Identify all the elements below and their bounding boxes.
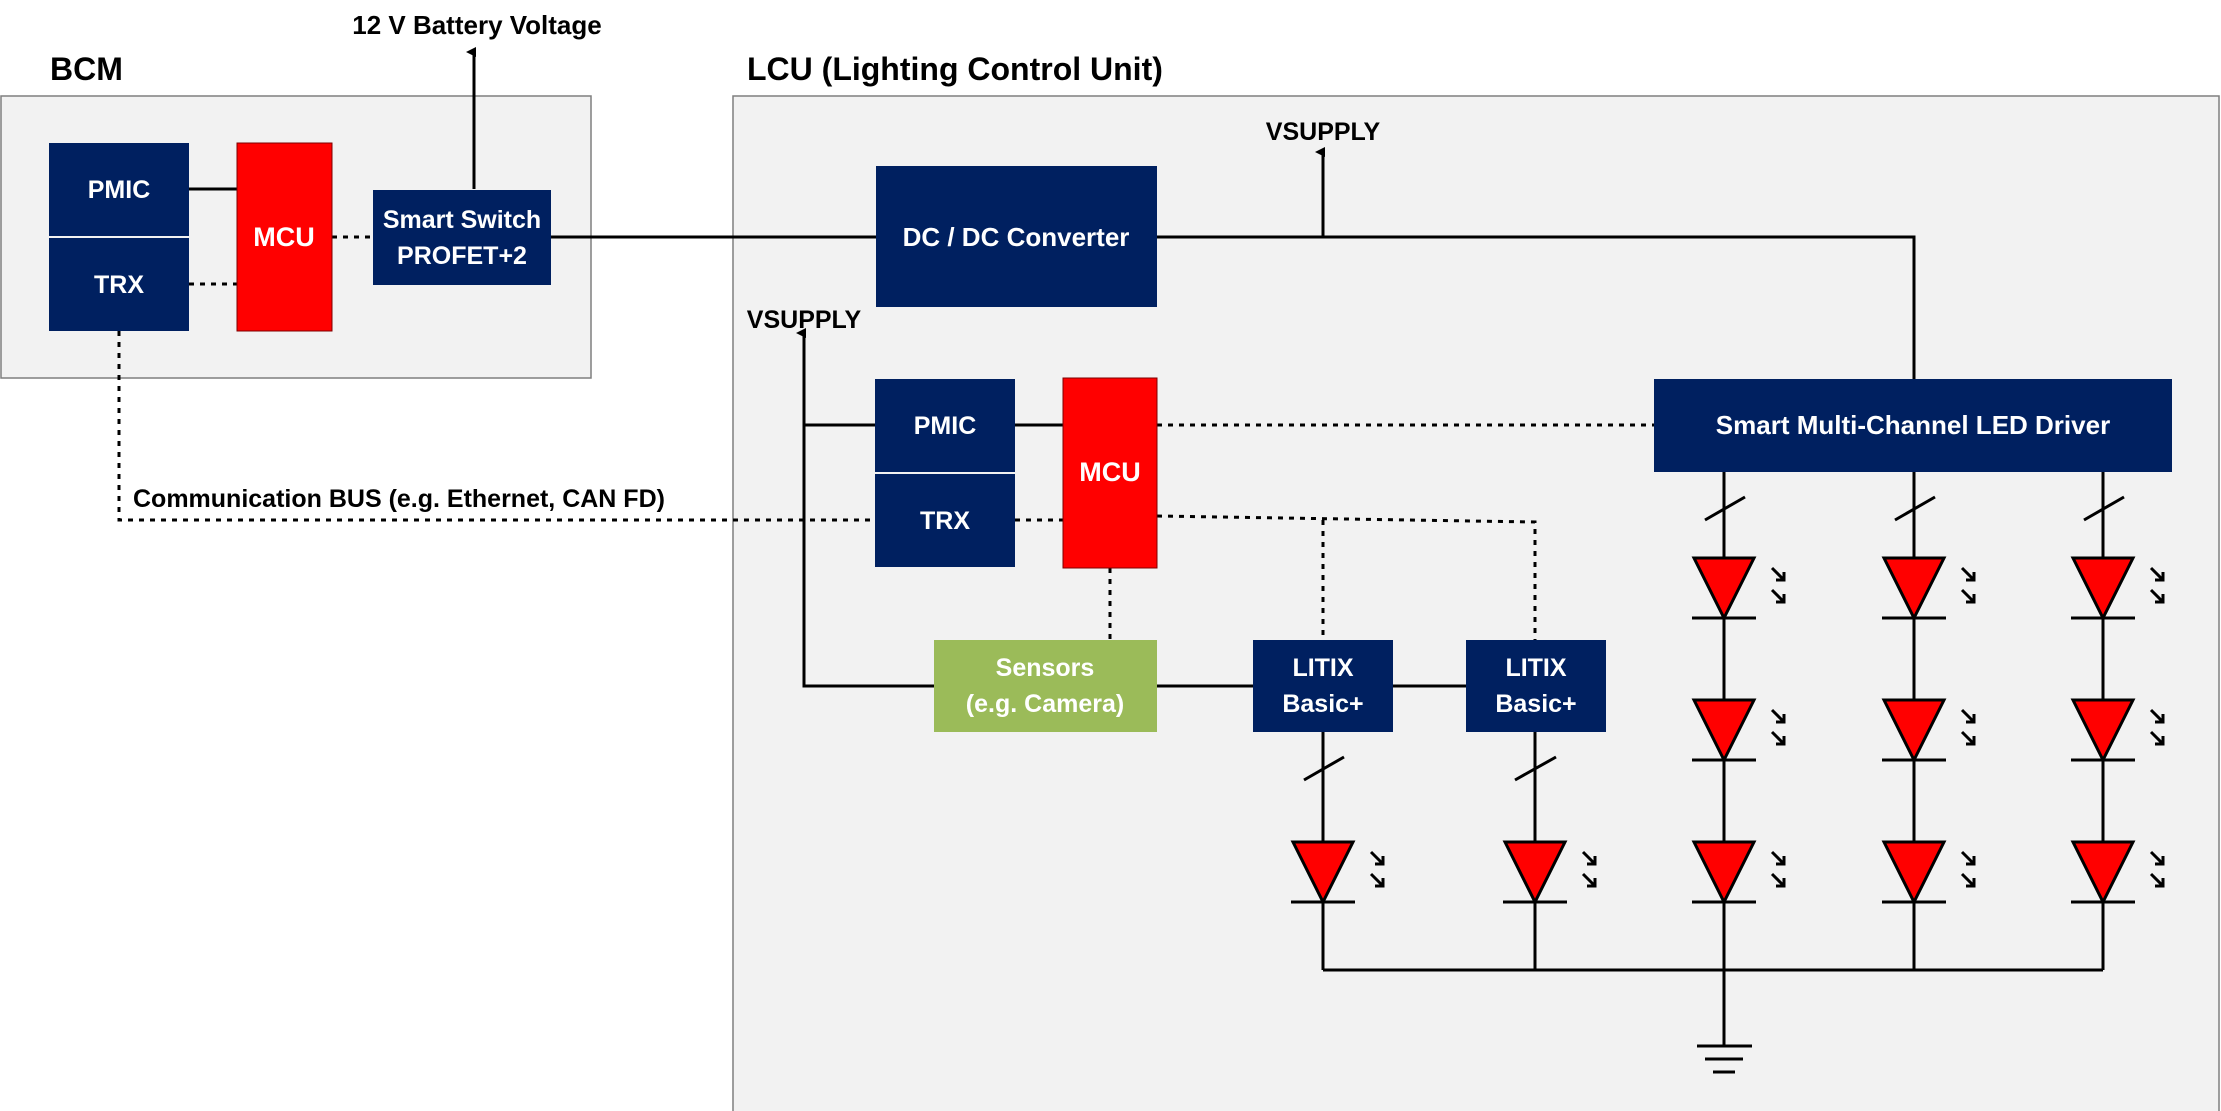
lcu-trx-block: TRX [875, 474, 1015, 567]
lcu-title: LCU (Lighting Control Unit) [747, 51, 1163, 87]
svg-text:TRX: TRX [920, 507, 970, 535]
bcm-title: BCM [50, 51, 123, 87]
bcm-trx-block: TRX [49, 238, 189, 331]
svg-text:Sensors: Sensors [996, 654, 1095, 682]
svg-text:PMIC: PMIC [88, 176, 151, 204]
svg-text:TRX: TRX [94, 271, 144, 299]
sensors-block: Sensors (e.g. Camera) [934, 640, 1157, 732]
lcu-mcu-block: MCU [1062, 377, 1158, 569]
svg-text:(e.g. Camera): (e.g. Camera) [966, 690, 1124, 718]
lcu-pmic-block: PMIC [875, 379, 1015, 472]
svg-text:Smart Multi-Channel LED Driver: Smart Multi-Channel LED Driver [1716, 410, 2110, 440]
communication-bus-line [117, 331, 875, 522]
svg-text:Smart Switch: Smart Switch [383, 206, 541, 234]
svg-text:Basic+: Basic+ [1282, 690, 1363, 718]
bcm-pmic-block: PMIC [49, 143, 189, 236]
litix-basic-2-block: LITIX Basic+ [1466, 640, 1606, 732]
dcdc-converter-block: DC / DC Converter [876, 166, 1157, 307]
vsupply-top-label: VSUPPLY [1266, 118, 1381, 146]
led-driver-block: Smart Multi-Channel LED Driver [1654, 379, 2172, 472]
svg-text:MCU: MCU [1079, 457, 1141, 487]
svg-text:Basic+: Basic+ [1495, 690, 1576, 718]
svg-text:MCU: MCU [253, 222, 315, 252]
svg-text:LITIX: LITIX [1505, 654, 1566, 682]
vsupply-left-label: VSUPPLY [747, 306, 862, 334]
smart-switch-block: Smart Switch PROFET+2 [373, 190, 551, 285]
svg-text:PMIC: PMIC [914, 412, 977, 440]
litix-basic-1-block: LITIX Basic+ [1253, 640, 1393, 732]
svg-text:LITIX: LITIX [1292, 654, 1353, 682]
battery-voltage-label: 12 V Battery Voltage [352, 10, 602, 40]
ground-icon [1697, 1044, 1752, 1074]
svg-text:PROFET+2: PROFET+2 [397, 242, 527, 270]
communication-bus-label: Communication BUS (e.g. Ethernet, CAN FD… [133, 485, 665, 513]
bcm-mcu-block: MCU [236, 142, 333, 332]
svg-text:DC / DC Converter: DC / DC Converter [903, 222, 1130, 252]
